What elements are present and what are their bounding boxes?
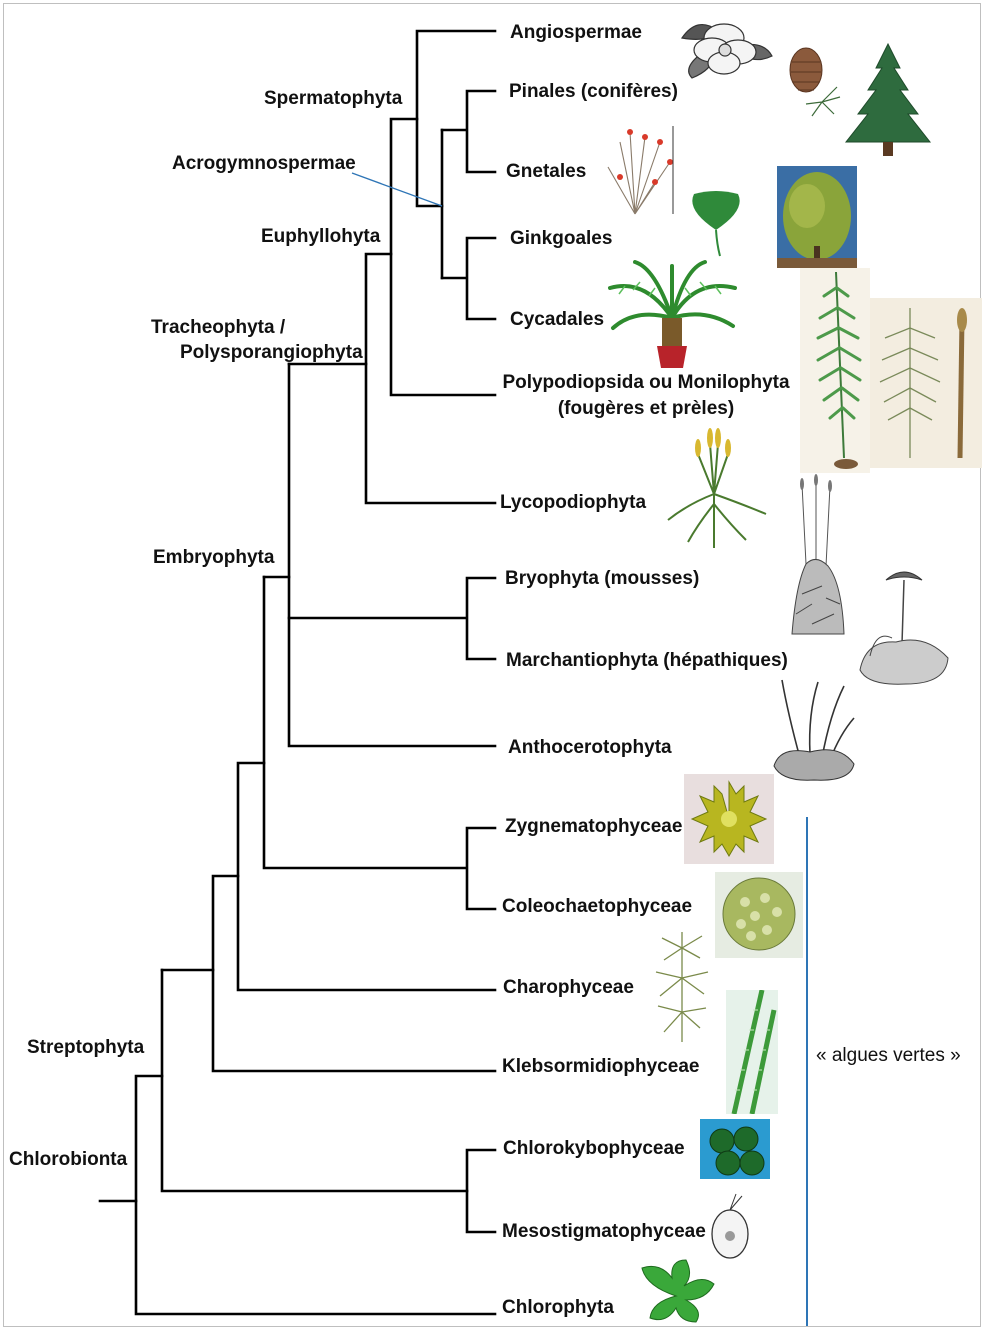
cedar-cone-icon [782, 42, 842, 118]
clade-embryophyta: Embryophyta [153, 545, 274, 570]
branch-pinales-gnetales [442, 91, 495, 172]
sea-lettuce-icon [636, 1256, 718, 1326]
moss-icon [782, 474, 852, 640]
clade-tracheophyta-line1: Tracheophyta / [151, 315, 363, 340]
clade-streptophyta: Streptophyta [27, 1035, 144, 1060]
taxon-coleochaetophyceae: Coleochaetophyceae [502, 895, 692, 919]
fir-tree-icon [838, 42, 940, 160]
ginkgo-leaf-icon [684, 190, 748, 260]
branch-streptophyta [162, 970, 467, 1191]
branch-chlorobionta [136, 1076, 495, 1314]
mesostigma-icon [708, 1192, 752, 1262]
taxon-ginkgoales: Ginkgoales [510, 227, 612, 251]
acrogymnospermae-pointer [352, 173, 442, 206]
clade-chlorobionta: Chlorobionta [9, 1147, 127, 1172]
branch-klebsormidiophyceae [213, 876, 495, 1071]
lycopod-icon [658, 424, 772, 552]
chara-icon [642, 928, 722, 1046]
taxon-cycadales: Cycadales [510, 308, 604, 332]
clade-tracheophyta: Tracheophyta / Polysporangiophyta [151, 315, 363, 365]
desmid-icon [684, 774, 774, 864]
branch-zygnema-coleochaete [264, 577, 495, 909]
hornwort-icon [770, 674, 858, 784]
taxon-marchantiophyta: Marchantiophyta (hépathiques) [506, 649, 788, 673]
liverwort-icon [856, 560, 952, 688]
taxon-angiospermae: Angiospermae [510, 21, 642, 45]
taxon-lycopodiophyta: Lycopodiophyta [500, 491, 646, 515]
branch-anthocerotophyta [289, 364, 495, 746]
coleochaete-icon [715, 872, 803, 958]
taxon-chlorokybophyceae: Chlorokybophyceae [503, 1137, 685, 1161]
algues-vertes-label: « algues vertes » [816, 1045, 961, 1067]
clade-euphyllophyta: Euphyllohyta [261, 224, 380, 249]
branch-angiospermae [417, 31, 495, 206]
branch-lycopodiophyta [366, 254, 495, 503]
horsetail-icon [870, 298, 982, 468]
taxon-polypodiopsida-line1: Polypodiopsida ou Monilophyta [498, 371, 794, 395]
clade-tracheophyta-line2: Polysporangiophyta [180, 340, 363, 365]
clade-acrogymnospermae: Acrogymnospermae [172, 151, 356, 176]
magnolia-flower-icon [672, 8, 776, 80]
taxon-polypodiopsida: Polypodiopsida ou Monilophyta (fougères … [498, 371, 794, 421]
branch-charophyceae [238, 763, 495, 990]
taxon-chlorophyta: Chlorophyta [502, 1296, 614, 1320]
ephedra-plant-icon [600, 122, 680, 218]
clade-spermatophyta: Spermatophyta [264, 86, 402, 111]
taxon-klebsormidiophyceae: Klebsormidiophyceae [502, 1055, 699, 1079]
taxon-mesostigmatophyceae: Mesostigmatophyceae [502, 1220, 706, 1244]
branch-chlorokybus-mesostigma [467, 1150, 495, 1232]
chlorokybus-icon [700, 1119, 770, 1179]
cycad-icon [605, 258, 739, 370]
taxon-pinales: Pinales (conifères) [509, 80, 678, 104]
fern-frond-icon [800, 268, 870, 473]
taxon-zygnematophyceae: Zygnematophyceae [505, 815, 682, 839]
klebsormidium-icon [726, 990, 778, 1114]
taxon-anthocerotophyta: Anthocerotophyta [508, 736, 672, 760]
taxon-bryophyta: Bryophyta (mousses) [505, 567, 699, 591]
taxon-charophyceae: Charophyceae [503, 976, 634, 1000]
taxon-gnetales: Gnetales [506, 160, 586, 184]
branch-ginkgo-cycad [442, 238, 495, 319]
branch-mosses-liverworts [289, 578, 495, 659]
ginkgo-tree-icon [777, 166, 857, 268]
taxon-polypodiopsida-line2: (fougères et prèles) [498, 397, 794, 421]
